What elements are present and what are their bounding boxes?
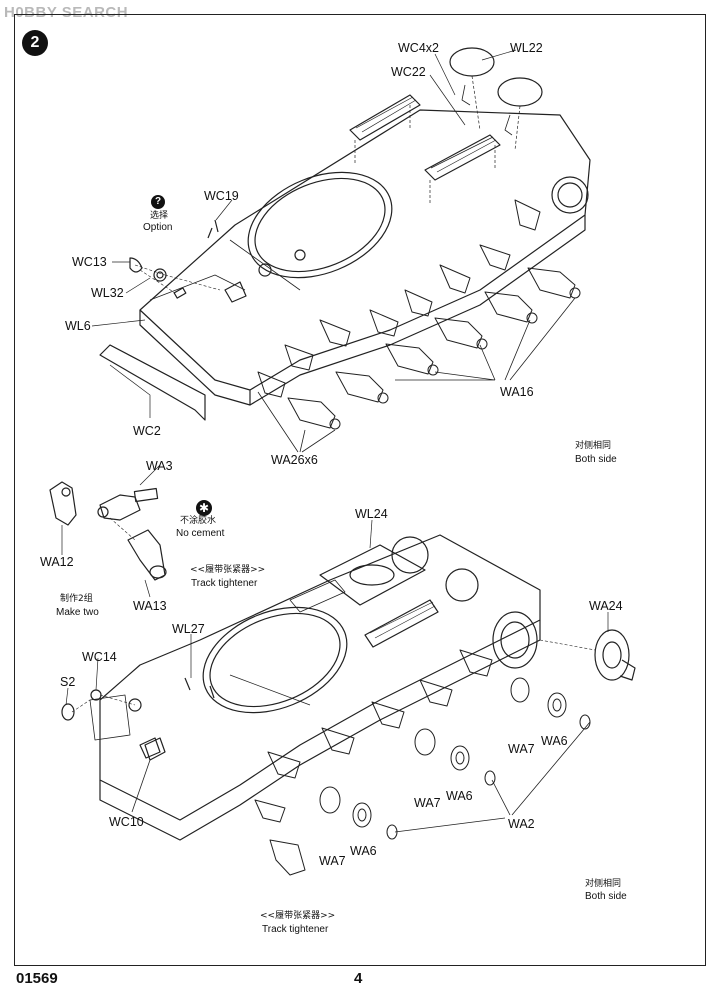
part-label-s2: S2 — [60, 675, 76, 689]
part-label-wa2: WA2 — [508, 817, 535, 831]
part-label-wl32: WL32 — [91, 286, 124, 300]
track-tightener-note-2-cn: <<履带张紧器>> — [260, 911, 336, 921]
product-code: 01569 — [16, 970, 58, 987]
no-cement-note-cn: 不涂胶水 — [180, 516, 217, 526]
track-tightener-note-1-en: Track tightener — [191, 578, 258, 589]
part-label-wa26x6: WA26x6 — [271, 453, 318, 467]
make-two-note-en: Make two — [56, 607, 99, 618]
part-label-wc2: WC2 — [133, 424, 161, 438]
part-label-wc10: WC10 — [109, 815, 144, 829]
option-note-en: Option — [143, 222, 173, 233]
upper-hull — [99, 47, 591, 453]
part-label-wc13: WC13 — [72, 255, 107, 269]
both-side-note-1-cn: 对侧相同 — [575, 441, 612, 451]
option-icon: ? — [151, 195, 165, 209]
part-label-wl24: WL24 — [355, 507, 388, 521]
no-cement-note-en: No cement — [176, 528, 225, 539]
part-label-wa13: WA13 — [133, 599, 167, 613]
track-tightener-note-1-cn: <<履带张紧器>> — [190, 565, 266, 575]
part-label-wa6-b: WA6 — [446, 789, 473, 803]
option-note-cn: 选择 — [150, 211, 169, 221]
page-frame — [14, 14, 706, 966]
make-two-note-cn: 制作2组 — [60, 594, 93, 604]
part-label-wc14: WC14 — [82, 650, 117, 664]
part-label-wc22: WC22 — [391, 65, 426, 79]
watermark-text: H0BBY SEARCH — [4, 4, 129, 21]
part-label-wl6: WL6 — [65, 319, 91, 333]
lower-hull — [61, 534, 636, 876]
page-number: 4 — [354, 970, 363, 987]
part-label-wc4x2: WC4x2 — [398, 41, 439, 55]
part-label-wa3: WA3 — [146, 459, 173, 473]
part-label-wa7-b: WA7 — [414, 796, 441, 810]
no-cement-icon: ✱ — [196, 500, 212, 516]
part-label-wa7-c: WA7 — [319, 854, 346, 868]
step-number-badge: 2 — [22, 30, 48, 56]
track-tightener-subassembly — [49, 481, 167, 581]
leader-lines — [61, 49, 609, 706]
track-tightener-note-2-en: Track tightener — [262, 924, 329, 935]
part-label-wa24: WA24 — [589, 599, 623, 613]
part-label-wa16: WA16 — [500, 385, 534, 399]
part-label-wa12: WA12 — [40, 555, 74, 569]
part-label-wa6-c: WA6 — [350, 844, 377, 858]
both-side-note-1-en: Both side — [575, 454, 617, 465]
part-label-wl27: WL27 — [172, 622, 205, 636]
part-label-wa7-a: WA7 — [508, 742, 535, 756]
part-label-wc19: WC19 — [204, 189, 239, 203]
part-label-wa6-a: WA6 — [541, 734, 568, 748]
part-label-wl22: WL22 — [510, 41, 543, 55]
both-side-note-2-cn: 对侧相同 — [585, 879, 622, 889]
both-side-note-2-en: Both side — [585, 891, 627, 902]
